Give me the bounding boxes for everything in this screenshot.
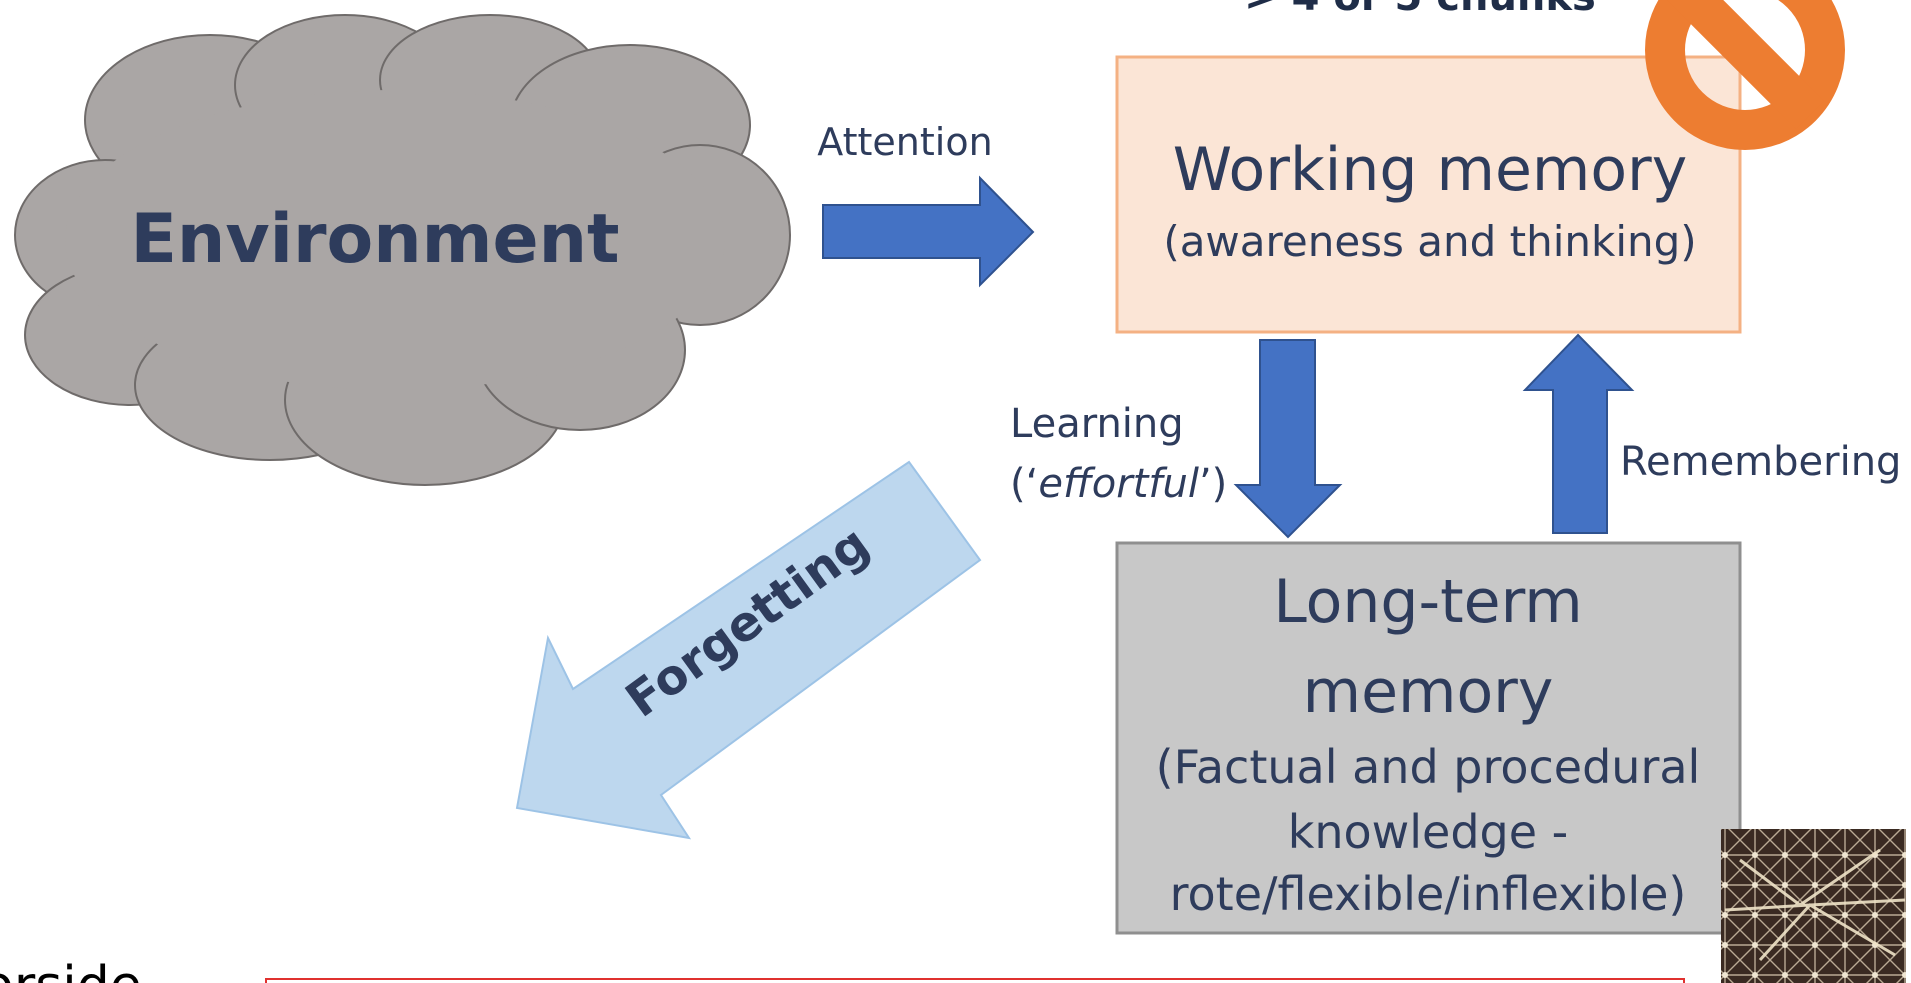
long-term-memory-box <box>1115 541 1742 935</box>
long-term-desc-line1: (Factual and procedural <box>1156 740 1701 794</box>
long-term-desc-line2: knowledge - <box>1288 805 1569 859</box>
working-memory-box <box>1115 55 1742 334</box>
long-term-title-line1: Long-term <box>1273 567 1582 637</box>
no-entry-icon <box>1645 0 1845 150</box>
working-memory-title: Working memory <box>1173 135 1687 205</box>
attention-arrow <box>822 175 1035 288</box>
red-outline-box <box>265 978 1685 983</box>
chunk-limit-label: > 4 or 5 chunks <box>1244 0 1596 20</box>
bottom-left-text-fragment: orside <box>0 956 142 983</box>
remembering-label: Remembering <box>1620 439 1901 485</box>
forgetting-arrow <box>515 460 982 840</box>
long-term-title-line2: memory <box>1303 657 1554 727</box>
remembering-arrow <box>1522 333 1635 534</box>
environment-label: Environment <box>130 200 619 279</box>
environment-cloud <box>14 14 791 486</box>
neuron-network-image <box>1721 829 1906 983</box>
long-term-desc-line3: rote/flexible/inflexible) <box>1170 867 1687 921</box>
working-memory-subtitle: (awareness and thinking) <box>1163 217 1696 266</box>
attention-label: Attention <box>817 120 992 164</box>
learning-effortful-label: (‘effortful’) <box>1010 461 1227 507</box>
learning-label: Learning <box>1010 401 1184 447</box>
learning-arrow <box>1233 339 1343 539</box>
